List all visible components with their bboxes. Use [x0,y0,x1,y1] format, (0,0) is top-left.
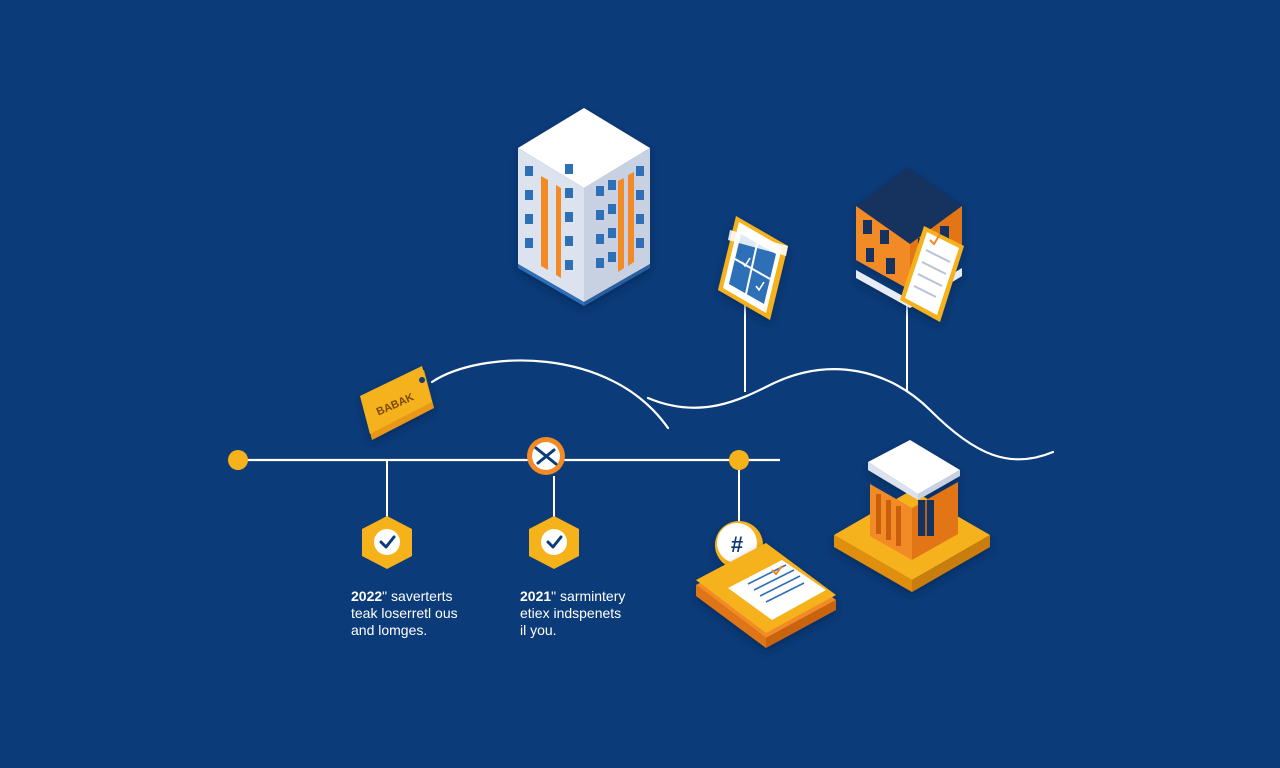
milestone-line-3: il you. [520,622,557,638]
milestone-line-2: teak loserretl ous [351,605,458,621]
milestone-line-1: 2021" sarmintery [520,588,625,605]
office-building-icon [518,108,650,306]
milestone-line-3: and lomges. [351,622,428,638]
document-platform-icon [696,543,836,648]
milestone-caption-2021: 2021" sarmintery etiex indspenets il you… [520,588,625,639]
svg-text:#: # [731,532,743,557]
check-shield-icon [529,516,579,569]
cancel-x-icon [527,437,565,475]
milestone-year: 2021 [520,588,552,604]
milestone-year-suffix: " [382,588,388,604]
blueprint-sign-icon [718,216,788,320]
milestone-line-1: 2022" saverterts [351,588,458,605]
check-shield-icon [362,516,412,569]
timeline-dot [729,450,749,470]
milestone-year-suffix: " [551,588,557,604]
milestone-year: 2022 [351,588,383,604]
milestone-line-1-text: saverterts [387,588,453,604]
milestone-line-2: etiex indspenets [520,605,622,621]
curved-connector-line [430,359,1055,461]
house-with-document-icon [856,168,964,322]
timeline-dot [228,450,248,470]
price-tag-icon: BABAK [360,366,434,440]
milestone-caption-2022: 2022" saverterts teak loserretl ous and … [351,588,458,639]
milestone-line-1-text: sarmintery [556,588,626,604]
bank-building-icon [834,440,990,592]
